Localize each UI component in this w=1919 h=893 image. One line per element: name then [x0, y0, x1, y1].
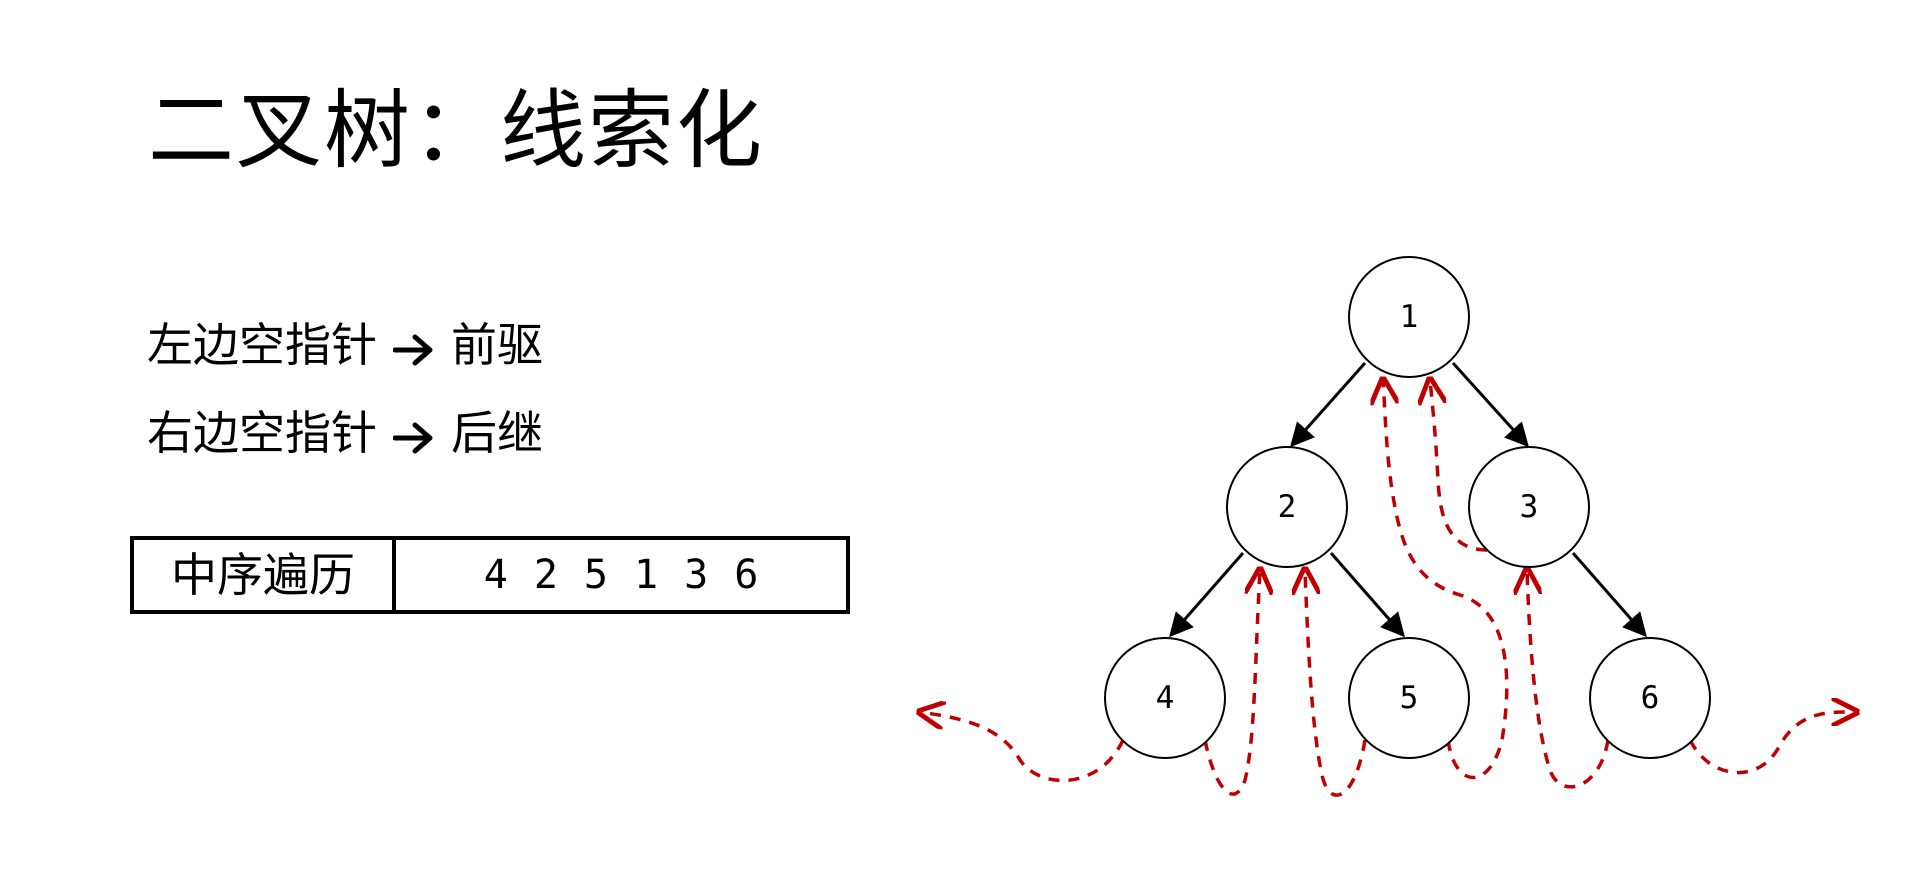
node-label: 3 [1520, 489, 1539, 525]
node-label: 5 [1400, 680, 1419, 716]
tree-edges [1169, 361, 1647, 638]
edge-2-5 [1329, 552, 1405, 638]
edge-1-2 [1290, 362, 1367, 448]
thread-lines [920, 380, 1856, 797]
edge-2-4 [1169, 552, 1245, 638]
right-arrow-icon [392, 416, 435, 454]
tree-node: 2 [1226, 446, 1348, 568]
traversal-item: 3 [684, 552, 709, 598]
thread-5-left-to-2 [1305, 570, 1367, 797]
tree-node: 3 [1468, 446, 1590, 568]
thread-3-left-to-1 [1430, 380, 1488, 552]
rule-left-text: 左边空指针 [147, 318, 377, 372]
traversal-label: 中序遍历 [134, 540, 396, 610]
edge-3-6 [1571, 552, 1647, 638]
node-label: 6 [1641, 680, 1660, 716]
traversal-item: 2 [533, 552, 558, 598]
tree-node: 4 [1104, 637, 1226, 759]
rule-right-null: 右边空指针 后继 [147, 410, 543, 456]
page-title: 二叉树：线索化 [148, 81, 764, 181]
thread-4-right-to-2 [1203, 570, 1260, 796]
tree-node: 1 [1348, 256, 1470, 378]
traversal-sequence: 4 2 5 1 3 6 [396, 540, 846, 610]
traversal-item: 4 [483, 552, 508, 598]
node-label: 4 [1156, 680, 1175, 716]
rule-left-target: 前驱 [451, 318, 543, 372]
node-label: 2 [1278, 489, 1297, 525]
rule-right-target: 后继 [451, 406, 543, 460]
rule-left-null: 左边空指针 前驱 [147, 322, 543, 368]
tree-node: 6 [1589, 637, 1711, 759]
inorder-traversal-table: 中序遍历 4 2 5 1 3 6 [130, 536, 850, 614]
right-arrow-icon [392, 328, 435, 366]
thread-4-left-null [920, 712, 1125, 783]
rule-right-text: 右边空指针 [147, 406, 377, 460]
edge-1-3 [1451, 361, 1530, 448]
thread-5-right-to-1 [1383, 380, 1509, 780]
traversal-item: 1 [634, 552, 659, 598]
thread-6-left-to-3 [1527, 570, 1610, 789]
traversal-item: 6 [734, 552, 759, 598]
tree-node: 5 [1348, 637, 1470, 759]
traversal-item: 5 [583, 552, 608, 598]
thread-6-right-null [1688, 712, 1856, 775]
node-label: 1 [1400, 299, 1419, 335]
